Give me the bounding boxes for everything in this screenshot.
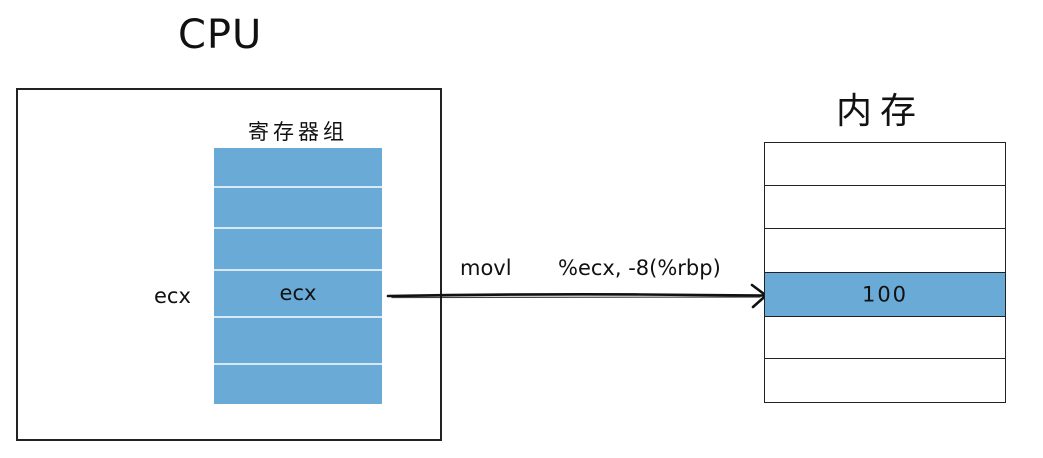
memory-cell bbox=[765, 317, 1005, 359]
memory-cell-value: 100 bbox=[861, 282, 909, 307]
register-group-title: 寄存器组 bbox=[248, 120, 348, 144]
instruction-opcode: movl bbox=[460, 256, 512, 280]
memory-cell bbox=[765, 143, 1005, 186]
memory-cell bbox=[765, 186, 1005, 229]
memory-stack: 100 bbox=[764, 142, 1006, 403]
register-row bbox=[214, 365, 382, 404]
memory-title: 内存 bbox=[836, 91, 925, 132]
memory-cell bbox=[765, 229, 1005, 273]
memory-cell bbox=[765, 359, 1005, 402]
instruction-operands: %ecx, -8(%rbp) bbox=[558, 256, 721, 280]
cpu-box bbox=[16, 88, 442, 441]
register-row bbox=[214, 188, 382, 229]
register-stack: ecx bbox=[214, 148, 382, 404]
register-row-ecx: ecx bbox=[214, 271, 382, 318]
register-label: ecx bbox=[279, 280, 317, 305]
ecx-outside-label: ecx bbox=[154, 284, 191, 308]
register-row bbox=[214, 148, 382, 188]
register-row bbox=[214, 229, 382, 271]
register-row bbox=[214, 318, 382, 365]
cpu-title: CPU bbox=[178, 12, 263, 58]
memory-cell-highlighted: 100 bbox=[765, 273, 1005, 317]
